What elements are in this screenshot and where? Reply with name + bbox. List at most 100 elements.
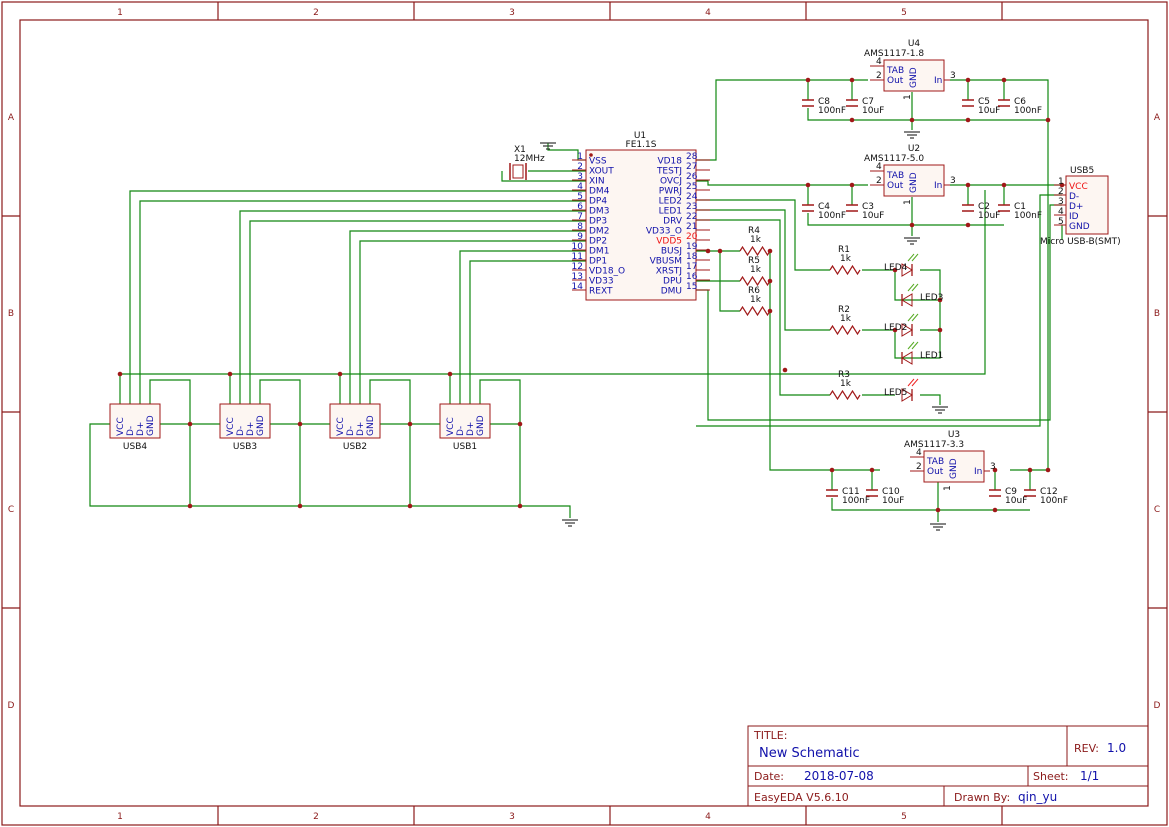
wire [696,194,1062,427]
out-pin-label: Out [927,467,944,477]
usb-ref: USB1 [453,442,477,452]
cap-value: 100nF [818,106,846,116]
resistor-ref: R3 [838,370,850,380]
junction-dot [849,77,855,83]
resistor-value: 1k [840,254,852,264]
u1-pin-name: DMU [661,287,682,297]
crystal-value: 12MHz [514,154,545,164]
led-ref: LED3 [920,293,943,303]
led-ref: LED4 [884,263,908,273]
usb-pin-label: VCC [116,417,126,436]
junction-dot [705,248,711,254]
usb-pin-label: GND [366,415,376,436]
u1-pin-number: 5 [577,192,583,202]
u1-pin-number: 27 [686,162,697,172]
usb-pin-label: D+ [466,422,476,436]
u1-body [585,149,697,301]
pin-number: 4 [916,448,922,458]
u1-pin-name: VD18 [657,157,682,167]
cap-value: 100nF [1014,211,1042,221]
row-label: D [1154,701,1161,711]
pin-number: 4 [876,57,882,67]
wire [831,498,1030,511]
wire [149,379,191,506]
regulator-body [883,59,945,92]
pin-number: 2 [916,462,922,472]
cap-value: 100nF [1014,106,1042,116]
junction-dot [517,503,523,509]
junction-dot [447,371,453,377]
u1-pin-name: LED1 [659,207,682,217]
u1-pin-number: 23 [686,202,697,212]
led-light-ray [907,253,915,262]
wire [950,79,1049,471]
usb5-ref: USB5 [1070,166,1094,176]
row-label: B [1154,309,1160,319]
cap-value: 10uF [862,211,884,221]
wire [469,260,586,404]
pin1-marker [589,153,593,157]
junction-dot [407,421,413,427]
u1-pin-name: BUSJ [661,247,682,257]
cap-ref: C5 [978,97,990,107]
date-value: 2018-07-08 [804,769,874,783]
wire [894,329,941,359]
usb5-pin-number: 2 [1058,187,1064,197]
resistor-ref: R4 [748,226,760,236]
usb-body [109,403,161,439]
led-light-ray [907,313,915,322]
col-label: 2 [313,8,319,18]
u1-pin-name: VD18_O [589,267,625,277]
rev-label: REV: [1074,742,1099,755]
u1-pin-number: 7 [577,212,583,222]
usb-pin-label: GND [256,415,266,436]
out-pin-label: Out [887,181,904,191]
wire [807,213,1004,226]
u1-pin-number: 24 [686,192,698,202]
junction-dot [965,77,971,83]
gnd-pin-label: GND [949,458,959,479]
u1-pin-name: DP3 [589,217,607,227]
led-led1: LED1 [901,341,943,365]
u1-pin-number: 14 [572,282,584,292]
junction-dot [1001,77,1007,83]
resistor-body [739,275,771,287]
junction-dot [935,507,941,513]
junction-dot [337,371,343,377]
u1-pin-name: DM1 [589,247,609,257]
u1-pin-number: 1 [577,152,583,162]
row-label: B [8,309,14,319]
u1-pin-name: TESTJ [656,167,682,177]
cap-ref: C3 [862,202,874,212]
led-triangle [901,351,913,365]
u1-pin-number: 9 [577,232,583,242]
resistor-ref: R1 [838,245,850,255]
u1-pin-number: 16 [686,272,698,282]
usb-pin-label: D+ [356,422,366,436]
resistor-body [739,245,771,257]
title-block: TITLE: New Schematic REV: 1.0 Date: 2018… [747,725,1149,807]
usb-hub-ground-icon [562,519,578,527]
resistor-value: 1k [750,295,762,305]
junction-dot [717,248,723,254]
usb-pin-label: D+ [136,422,146,436]
wire [459,250,586,404]
in-pin-label: In [974,467,982,477]
wire [249,220,586,404]
led-light-ray [911,253,919,262]
usb-ref: USB4 [123,442,147,452]
u1-pin-name: DM4 [589,187,610,197]
gnd-pin-label: GND [909,67,919,88]
junction-dot [992,467,998,473]
junction-dot [297,503,303,509]
junction-dot [805,182,811,188]
col-label: 5 [901,812,907,822]
